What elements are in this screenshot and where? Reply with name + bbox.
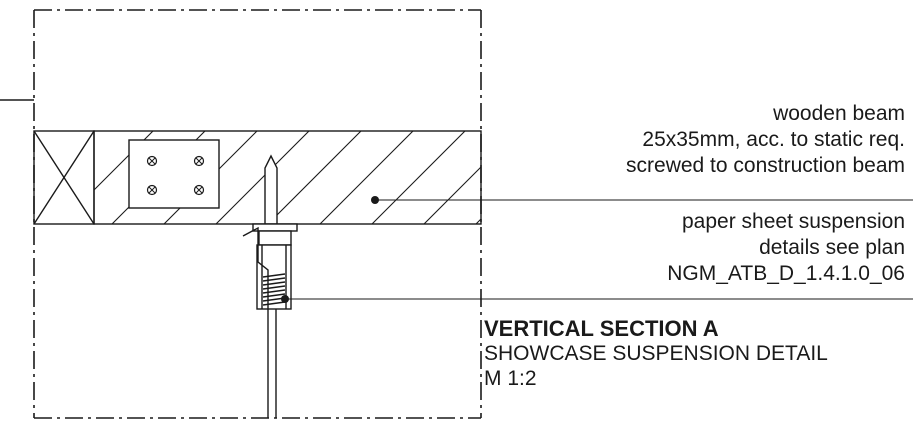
screw-icon: [146, 155, 158, 167]
mounting-plate: [128, 139, 220, 209]
threaded-rod: [264, 154, 278, 225]
hatch-line: [267, 131, 362, 224]
drawing-subtitle: SHOWCASE SUSPENSION DETAIL: [484, 342, 828, 365]
label-line: screwed to construction beam: [626, 154, 905, 177]
label-line: wooden beam: [773, 102, 905, 125]
hatch-line: [319, 131, 414, 224]
drawing-scale: M 1:2: [484, 367, 537, 390]
screw-icon: [146, 184, 158, 196]
spring-turn: [262, 277, 286, 282]
drawing-title: VERTICAL SECTION A: [484, 316, 719, 341]
construction-beam-section: [33, 130, 95, 225]
screw-icon: [193, 155, 205, 167]
spring-turn: [262, 285, 286, 290]
label-wooden-beam: wooden beam 25x35mm, acc. to static req.…: [626, 101, 905, 179]
leader-wooden-beam: [371, 196, 913, 204]
label-line: 25x35mm, acc. to static req.: [642, 128, 905, 151]
leader-paper-sheet: [281, 295, 913, 303]
suspension-fitting: [252, 223, 298, 310]
hatch-line: [528, 131, 621, 224]
title-block: VERTICAL SECTION A SHOWCASE SUSPENSION D…: [484, 316, 828, 391]
spring-coil: [262, 273, 286, 306]
label-line: paper sheet suspension: [682, 210, 905, 233]
spring-turn: [262, 289, 286, 294]
hatch-line: [371, 131, 466, 224]
hatch-line: [423, 166, 481, 224]
hatch-line: [215, 131, 310, 224]
spring-turn: [262, 301, 286, 306]
spring-turn: [262, 273, 286, 278]
label-paper-sheet: paper sheet suspension details see plan …: [667, 209, 905, 287]
showcase-outline: [33, 9, 482, 419]
spring-turn: [262, 293, 286, 298]
screw-icon: [193, 184, 205, 196]
label-line: details see plan: [759, 236, 905, 259]
hatch-line: [475, 218, 481, 224]
label-line: NGM_ATB_D_1.4.1.0_06: [667, 262, 905, 285]
spring-turn: [262, 281, 286, 286]
paper-sheet: [242, 226, 277, 418]
